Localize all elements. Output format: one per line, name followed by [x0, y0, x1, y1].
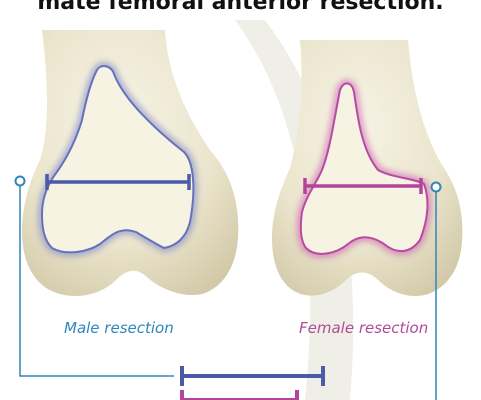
- male-resection-label: Male resection: [64, 319, 174, 337]
- female-comparison-bar: [182, 390, 297, 400]
- male-connector-marker: [16, 177, 25, 186]
- male-femur: [22, 30, 238, 296]
- male-comparison-bar: [182, 366, 323, 386]
- female-connector-marker: [432, 183, 441, 192]
- female-resection-label: Female resection: [299, 319, 428, 337]
